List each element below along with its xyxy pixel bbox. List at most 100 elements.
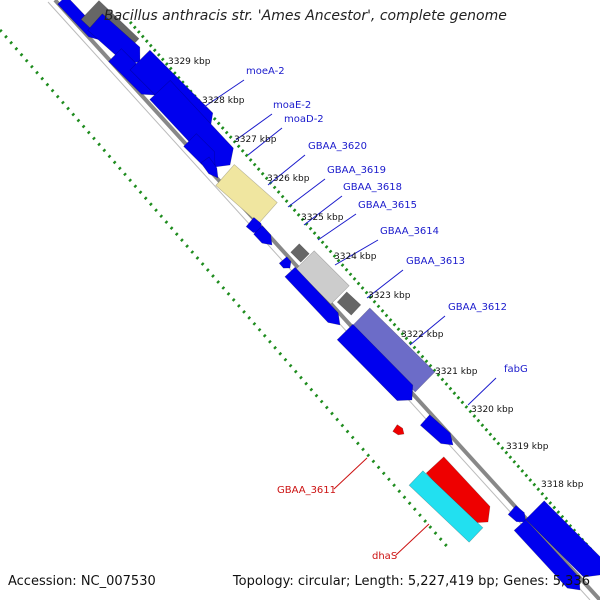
leader-line <box>287 178 326 208</box>
tick-dot <box>448 386 453 391</box>
tick-dot <box>392 483 396 488</box>
tick-dot <box>40 76 45 81</box>
tick-dot <box>480 423 485 428</box>
leader-line <box>333 457 368 490</box>
tick-dot <box>460 400 465 405</box>
tick-dot <box>476 418 481 423</box>
tick-dot <box>174 232 179 236</box>
tick-dot <box>428 525 433 530</box>
gene-label: GBAA_3611 <box>277 485 336 496</box>
tick-dot <box>212 116 217 121</box>
tick-dot <box>280 194 285 199</box>
tick-dot <box>404 336 409 341</box>
tick-label: 3325 kbp <box>301 213 344 223</box>
tick-dot <box>432 368 437 373</box>
tick-dot <box>180 80 185 85</box>
tick-dot <box>368 295 373 300</box>
tick-label: 3326 kbp <box>267 174 310 184</box>
tick-dot <box>314 393 319 398</box>
tick-dot <box>117 166 122 171</box>
tick-dot <box>552 505 557 510</box>
tick-dot <box>144 39 149 43</box>
tick-dot <box>205 268 210 272</box>
tick-dot <box>236 144 241 149</box>
tick-dot <box>276 190 281 194</box>
tick-dot <box>361 447 365 452</box>
tick-dot <box>220 126 225 130</box>
tick-dot <box>400 331 405 336</box>
gene-label: GBAA_3614 <box>380 226 439 237</box>
tick-dot <box>242 309 246 314</box>
tick-dot <box>340 263 345 268</box>
tick-dot <box>160 57 165 62</box>
tick-dot <box>154 208 158 213</box>
tick-dot <box>61 100 65 105</box>
tick-dot <box>149 202 153 207</box>
tick-dot <box>102 148 107 153</box>
tick-dot <box>508 455 513 460</box>
tick-dot <box>132 25 137 30</box>
tick-label: 3322 kbp <box>401 330 444 340</box>
tick-dot <box>444 382 449 386</box>
gene-feature <box>392 424 405 436</box>
tick-dot <box>456 395 461 400</box>
tick-dot <box>388 318 393 322</box>
gene-feature <box>419 414 454 446</box>
tick-dot <box>468 409 473 414</box>
tick-dot <box>216 121 221 126</box>
gene-label: GBAA_3618 <box>343 182 402 193</box>
tick-label: 3318 kbp <box>541 480 584 490</box>
leader-line <box>409 315 446 346</box>
tick-dot <box>420 354 425 359</box>
tick-dot <box>211 274 215 278</box>
tick-dot <box>423 519 428 524</box>
tick-dot <box>356 281 361 286</box>
tick-label: 3319 kbp <box>506 442 549 452</box>
tick-dot <box>226 292 231 296</box>
tick-dot <box>14 46 19 51</box>
tick-dot <box>308 226 313 231</box>
tick-dot <box>156 52 161 57</box>
tick-dot <box>252 321 257 326</box>
tick-dot <box>572 528 577 533</box>
tick-dot <box>152 48 157 53</box>
tick-dot <box>107 154 112 159</box>
tick-dot <box>228 135 233 139</box>
tick-dot <box>412 345 417 350</box>
tick-dot <box>472 414 477 418</box>
tick-dot <box>316 235 321 240</box>
tick-dot <box>524 473 529 478</box>
tick-dot <box>81 124 86 129</box>
tick-dot <box>283 357 288 362</box>
tick-dot <box>512 459 517 464</box>
tick-dot <box>300 217 305 222</box>
tick-label: 3320 kbp <box>471 405 514 415</box>
label-leader-lines <box>203 79 497 556</box>
tick-dot <box>376 465 381 470</box>
tick-dot <box>159 214 164 219</box>
leader-line <box>334 239 379 266</box>
tick-dot <box>443 543 448 547</box>
tick-dot <box>336 258 341 263</box>
gene-labels: moeA-2moaE-2moaD-2GBAA_3620GBAA_3619GBAA… <box>246 66 528 562</box>
tick-dot <box>397 489 402 494</box>
tick-dot <box>556 510 561 514</box>
tick-dot <box>138 190 143 195</box>
tick-dot <box>372 299 377 304</box>
tick-dot <box>164 220 169 225</box>
tick-dot <box>9 40 14 45</box>
tick-label: 3323 kbp <box>368 291 411 301</box>
gene-label: GBAA_3620 <box>308 141 367 152</box>
leader-line <box>366 269 404 299</box>
tick-dot <box>236 304 241 308</box>
tick-dot <box>172 71 177 75</box>
tick-dot <box>536 487 541 492</box>
tick-dot <box>564 519 569 524</box>
tick-dot <box>180 238 184 242</box>
tick-dot <box>412 507 417 512</box>
tick-dot <box>92 136 96 141</box>
tick-dot <box>440 377 445 382</box>
tick-dot <box>496 441 501 446</box>
tick-dot <box>500 446 505 450</box>
tick-dot <box>312 231 317 236</box>
